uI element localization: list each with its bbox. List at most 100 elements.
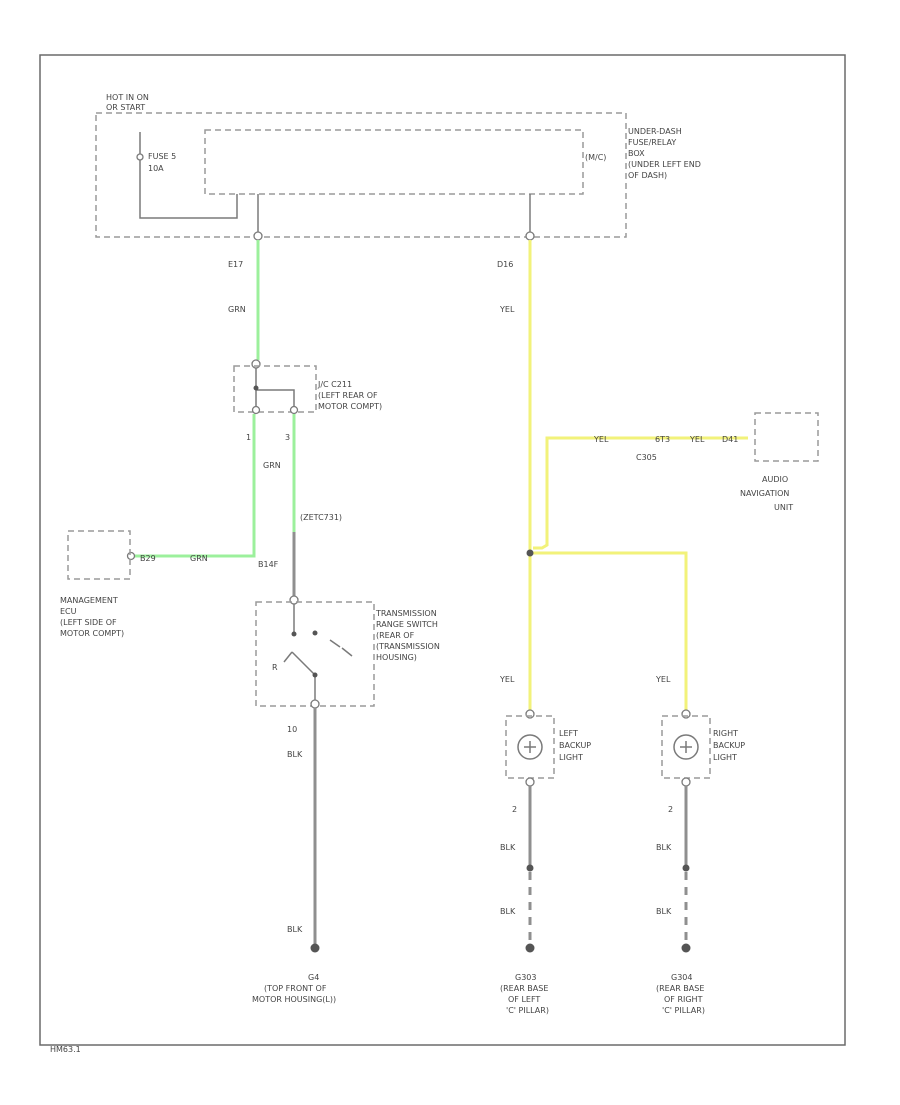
switch-pin-label: B14F	[258, 560, 279, 569]
jc-c211-outline	[233, 365, 317, 413]
audio-pin-label-1: 6T3	[655, 435, 670, 444]
underdash-fuse-box-outline	[95, 112, 627, 238]
pin-e17-label: E17	[228, 260, 243, 269]
audio-connector-label: C305	[636, 453, 657, 462]
hot-in-on-label: HOT IN ON	[106, 93, 149, 102]
fuse-box-code-label: (M/C)	[585, 153, 606, 162]
transmission-switch-label-1: TRANSMISSION	[375, 609, 437, 618]
ground-icon	[681, 943, 691, 953]
connector-e17	[253, 231, 263, 241]
jc-c211-label-1: J/C C211	[317, 380, 352, 389]
right-light-top-terminal	[681, 709, 691, 719]
yellow-wire-to-right-light	[530, 551, 688, 710]
management-ecu-label-1: MANAGEMENT	[60, 596, 118, 605]
left-blk-label-1: BLK	[500, 843, 516, 852]
fuse-rating-label: 10A	[148, 164, 164, 173]
right-blk-label-2: BLK	[656, 907, 672, 916]
jc-pin-1-terminal	[251, 405, 261, 415]
diagram-frame	[39, 54, 846, 1046]
fuse-5-label: FUSE 5	[148, 152, 176, 161]
ground-g4-location-1: (TOP FRONT OF	[264, 984, 327, 993]
audio-unit-label-3: UNIT	[774, 503, 793, 512]
audio-unit-label-1: AUDIO	[762, 475, 788, 484]
underdash-label-2: FUSE/RELAY	[628, 138, 676, 147]
transmission-switch-bottom-terminal	[310, 699, 320, 709]
transmission-switch-icon	[283, 604, 353, 700]
audio-navigation-unit-outline	[754, 412, 819, 462]
transmission-switch-top-terminal	[289, 595, 299, 605]
left-light-wire-label: YEL	[499, 675, 515, 684]
fuse-5-terminal	[136, 153, 144, 161]
jc-c211-splice	[253, 385, 259, 391]
left-ground-location-2: OF LEFT	[508, 995, 540, 1004]
jc-c211-label-2: (LEFT REAR OF	[318, 391, 378, 400]
right-light-label-2: BACKUP	[713, 741, 745, 750]
left-light-pin-label: 2	[512, 805, 517, 814]
switch-r-label: R	[272, 663, 278, 672]
audio-wire-label-2: YEL	[689, 435, 705, 444]
audio-unit-label-2: NAVIGATION	[740, 489, 789, 498]
right-light-bottom-terminal	[681, 777, 691, 787]
right-blk-label-1: BLK	[656, 843, 672, 852]
management-ecu-terminal	[126, 551, 136, 561]
left-ground-location-1: (REAR BASE	[500, 984, 548, 993]
ground-g4-location-2: MOTOR HOUSING(L))	[252, 995, 336, 1004]
bulb-icon	[673, 734, 699, 760]
transmission-switch-label-4: (TRANSMISSION	[376, 642, 440, 651]
pin-d16-label: D16	[497, 260, 513, 269]
underdash-label-5: OF DASH)	[628, 171, 667, 180]
left-wire-splice	[526, 864, 534, 872]
wire-grn-label-2: GRN	[263, 461, 281, 470]
yellow-splice	[526, 549, 534, 557]
wire-yel-label-1: YEL	[499, 305, 515, 314]
management-ecu-label-2: ECU	[60, 607, 77, 616]
transmission-switch-label-3: (REAR OF	[376, 631, 415, 640]
right-light-label-3: LIGHT	[713, 753, 737, 762]
right-ground-label: G304	[671, 973, 692, 982]
fuse-5-wire	[139, 132, 238, 219]
wire-blk-label-2: BLK	[287, 925, 303, 934]
right-light-label-1: RIGHT	[713, 729, 738, 738]
ground-g4-label: G4	[308, 973, 319, 982]
transmission-switch-label-2: RANGE SWITCH	[376, 620, 438, 629]
left-light-label-1: LEFT	[559, 729, 578, 738]
connector-d16	[525, 231, 535, 241]
bulb-icon	[517, 734, 543, 760]
wire-grn-label-1: GRN	[228, 305, 246, 314]
right-ground-location-3: 'C' PILLAR)	[662, 1006, 705, 1015]
switch-pin-10-label: 10	[287, 725, 297, 734]
footer-code: HM63.1	[50, 1045, 81, 1054]
left-ground-location-3: 'C' PILLAR)	[506, 1006, 549, 1015]
transmission-switch-label-5: HOUSING)	[376, 653, 417, 662]
management-pin-label: B29	[140, 554, 156, 563]
left-blk-label-2: BLK	[500, 907, 516, 916]
fuse-box-inner-outline	[204, 129, 584, 195]
management-ecu-outline	[67, 530, 131, 580]
right-ground-location-2: OF RIGHT	[664, 995, 703, 1004]
jc-pin-1-label: 1	[246, 433, 251, 442]
ground-icon	[310, 943, 320, 953]
right-ground-location-1: (REAR BASE	[656, 984, 704, 993]
audio-pin-label-2: D41	[722, 435, 738, 444]
left-light-label-3: LIGHT	[559, 753, 583, 762]
or-start-label: OR START	[106, 103, 145, 112]
right-wire-splice	[682, 864, 690, 872]
yellow-wire-to-audio	[533, 436, 748, 550]
jc-pin-3-terminal	[289, 405, 299, 415]
underdash-label-1: UNDER-DASH	[628, 127, 682, 136]
wire-blk-label-1: BLK	[287, 750, 303, 759]
transmission-connector-label: (ZETC731)	[300, 513, 342, 522]
green-wire-jc-to-ecu	[133, 414, 256, 558]
left-light-top-terminal	[525, 709, 535, 719]
right-light-wire-label: YEL	[655, 675, 671, 684]
management-ecu-label-3: (LEFT SIDE OF	[60, 618, 117, 627]
audio-wire-label-1: YEL	[593, 435, 609, 444]
left-ground-label: G303	[515, 973, 536, 982]
jc-c211-top-terminal	[251, 359, 261, 369]
underdash-label-3: BOX	[628, 149, 645, 158]
left-light-label-2: BACKUP	[559, 741, 591, 750]
management-ecu-label-4: MOTOR COMPT)	[60, 629, 124, 638]
left-light-bottom-terminal	[525, 777, 535, 787]
